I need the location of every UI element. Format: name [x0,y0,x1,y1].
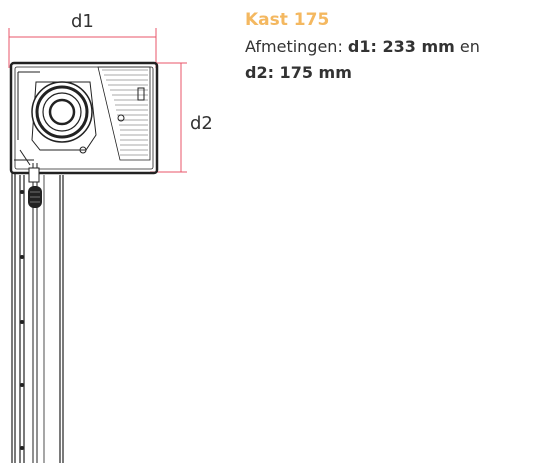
pull-strap [28,163,45,463]
box-info: Kast 175 Afmetingen: d1: 233 mm en d2: 17… [245,8,535,86]
box-housing [9,61,159,175]
box-title: Kast 175 [245,10,330,30]
d1-label: d1 [71,11,94,32]
roller-tube [31,81,97,151]
d1-value: d1: 233 mm [347,37,455,56]
desc-middle: en [454,37,480,56]
d2-dimension [150,62,187,173]
d2-value: d2: 175 mm [245,63,352,82]
guide-rail [11,172,64,463]
hatching [102,69,148,156]
rail-dots [20,190,24,450]
desc-prefix: Afmetingen: [245,37,348,56]
d1-dimension [8,28,157,68]
box-dimensions-text: Afmetingen: d1: 233 mm en d2: 175 mm [245,34,535,86]
bolt-icon [117,114,125,122]
strap-grip-icon [28,186,42,208]
d2-label: d2 [190,113,213,134]
